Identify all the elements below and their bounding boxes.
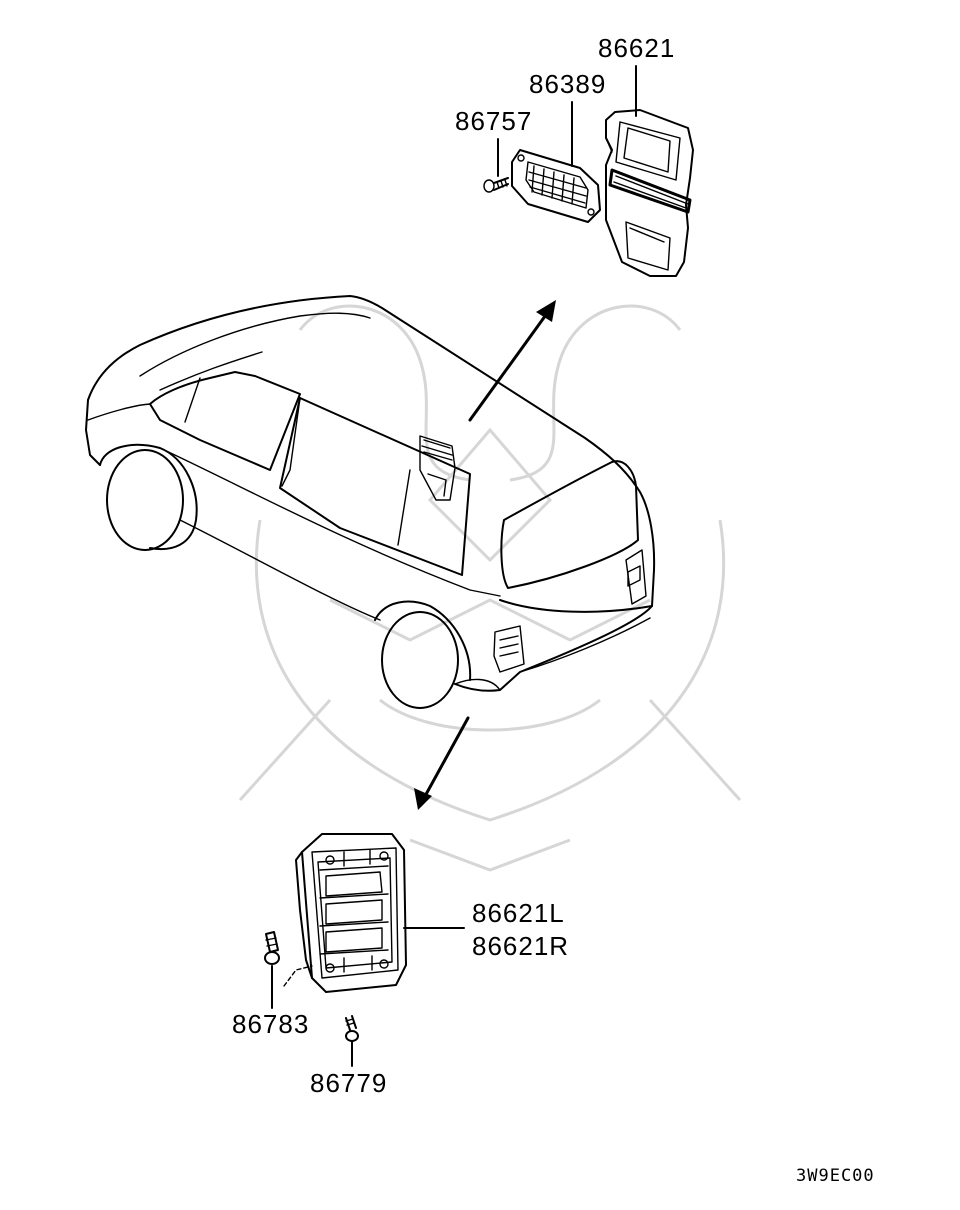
watermark-emblem [238, 304, 742, 872]
vehicle-body [85, 295, 656, 692]
arrow-down [414, 716, 470, 810]
duct-86621 [605, 109, 694, 277]
label-86621R: 86621R [472, 931, 569, 961]
arrow-up [468, 300, 556, 422]
vehicle-duct-location [419, 435, 456, 501]
screw-86757 [483, 177, 509, 193]
leader-lines-top [497, 65, 637, 177]
rear-wheel [374, 600, 472, 709]
vent-86621LR [295, 833, 407, 993]
vehicle-rear-vent-location [493, 625, 525, 673]
label-86779: 86779 [310, 1068, 387, 1098]
label-86783: 86783 [232, 1009, 309, 1039]
label-86389: 86389 [529, 69, 606, 99]
vehicle-tail-lamp [625, 549, 647, 605]
label-86621: 86621 [598, 33, 675, 63]
screw-86779 [345, 1015, 359, 1042]
leader-lines-bottom [271, 927, 465, 1067]
diagram-code: 3W9EC00 [796, 1166, 875, 1186]
grille-86389 [511, 149, 601, 223]
clip-86783 [264, 931, 313, 987]
label-86757: 86757 [455, 106, 532, 136]
front-wheel [99, 443, 198, 551]
label-86621L: 86621L [472, 898, 565, 928]
